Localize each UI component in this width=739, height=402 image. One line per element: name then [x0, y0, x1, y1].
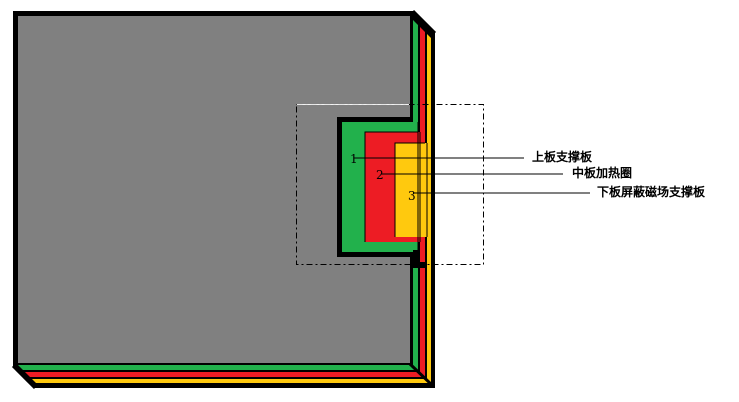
callout-2: 2 中板加热圈 — [376, 165, 632, 182]
callout-2-label: 中板加热圈 — [572, 165, 632, 180]
callout-3-number: 3 — [408, 189, 416, 203]
cutaway-section — [337, 11, 435, 388]
callout-2-number: 2 — [376, 168, 384, 182]
callout-1-number: 1 — [350, 152, 358, 166]
callout-1-label: 上板支撑板 — [532, 149, 593, 164]
callout-1: 1 上板支撑板 — [350, 149, 593, 166]
layer-3-section — [395, 34, 431, 268]
callout-3: 3 下板屏蔽磁场支撑板 — [408, 184, 706, 203]
callout-3-label: 下板屏蔽磁场支撑板 — [597, 184, 706, 199]
